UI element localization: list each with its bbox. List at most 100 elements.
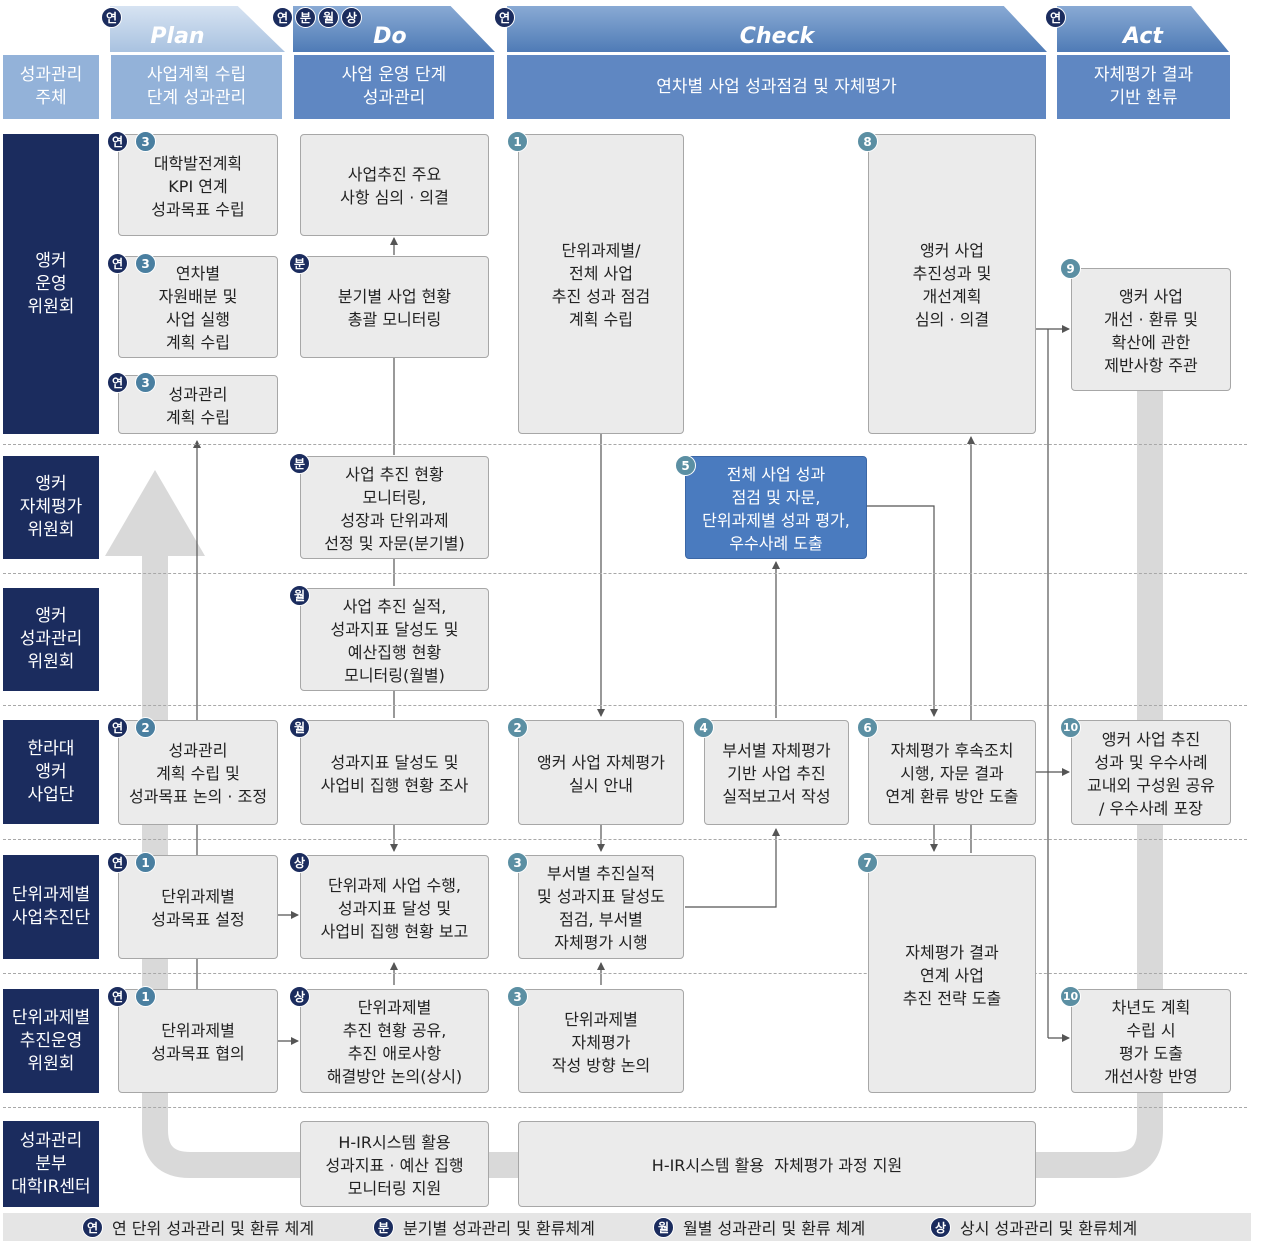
badge-yeon: 연 [107,986,128,1007]
legend-text: 연 단위 성과관리 및 환류 체계 [112,1219,315,1238]
box-text: 앵커 사업 개선 · 환류 및 확산에 관한 제반사항 주관 [1104,286,1198,375]
legend-item-quarterly: 분 분기별 성과관리 및 환류체계 [373,1215,595,1239]
row-label-anchor-operation: 앵커 운영 위원회 [3,134,99,434]
do-selfeval-box: 사업 추진 현황 모니터링, 성장과 단위과제 선정 및 자문(분기별) [300,456,489,559]
header-do-text: 사업 운영 단계 성과관리 [341,65,447,108]
badge-number: 10 [1060,986,1081,1007]
phase-plan-badge: 연 [101,7,122,28]
phase-do-badge-bun: 분 [295,7,316,28]
badge-number: 10 [1060,717,1081,738]
row-label-text: 앵커 자체평가 위원회 [19,474,83,540]
badge-number: 1 [135,852,156,873]
box-text: H-IR시스템 활용 자체평가 과정 지원 [651,1155,903,1175]
legend-badge: 연 [82,1216,103,1238]
box-text: 단위과제별 자체평가 작성 방향 논의 [551,1009,651,1075]
row-label-text: 한라대 앵커 사업단 [27,738,75,805]
do-monthly-box: 사업 추진 실적, 성과지표 달성도 및 예산집행 현황 모니터링(월별) [300,588,489,691]
badge-number: 2 [135,717,156,738]
legend-item-annual: 연 연 단위 성과관리 및 환류 체계 [82,1215,314,1239]
check-step7-box: 자체평가 결과 연계 사업 추진 전략 도출 [868,855,1036,1093]
do-review-box: 사업추진 주요 사항 심의 · 의결 [300,134,489,236]
box-text: 전체 사업 성과 점검 및 자문, 단위과제별 성과 평가, 우수사례 도출 [702,464,850,553]
check-step5-box: 전체 사업 성과 점검 및 자문, 단위과제별 성과 평가, 우수사례 도출 [685,456,867,559]
phase-plan-label: Plan [150,23,205,49]
legend-item-monthly: 월 월별 성과관리 및 환류 체계 [653,1215,865,1239]
do-perform-box: 단위과제 사업 수행, 성과지표 달성 및 사업비 집행 현황 보고 [300,855,489,959]
box-text: 단위과제별 성과목표 설정 [151,887,245,929]
header-act: 자체평가 결과 기반 환류 [1057,55,1230,119]
phase-do-label: Do [373,23,407,49]
badge-number: 7 [857,852,878,873]
row-label-halla-anchor-team: 한라대 앵커 사업단 [3,720,99,824]
check-step3a-box: 부서별 추진실적 및 성과지표 달성도 점검, 부서별 자체평가 시행 [518,855,684,959]
box-text: 부서별 자체평가 기반 사업 추진 실적보고서 작성 [722,741,831,806]
box-text: 자체평가 후속조치 시행, 자문 결과 연계 환류 방안 도출 [885,741,1019,806]
legend-badge: 월 [653,1216,674,1238]
box-text: H-IR시스템 활용 성과지표 · 예산 집행 모니터링 지원 [325,1132,464,1198]
act-step9-box: 앵커 사업 개선 · 환류 및 확산에 관한 제반사항 주관 [1071,268,1231,391]
phase-check-label: Check [739,23,815,49]
box-text: 앵커 사업 추진 성과 및 우수사례 교내외 구성원 공유 / 우수사례 포장 [1087,729,1215,818]
row-label-text: 단위과제별 사업추진단 [11,885,91,928]
header-subject-text: 성과관리 주체 [19,65,83,108]
box-text: 성과관리 계획 수립 [166,384,230,427]
header-plan: 사업계획 수립 단계 성과관리 [111,55,282,119]
row-label-text: 앵커 운영 위원회 [27,250,75,317]
check-step4-box: 부서별 자체평가 기반 사업 추진 실적보고서 작성 [704,720,849,825]
phase-check-badge: 연 [494,7,515,28]
box-text: 부서별 추진실적 및 성과지표 달성도 점검, 부서별 자체평가 시행 [537,864,665,952]
box-text: 단위과제 사업 수행, 성과지표 달성 및 사업비 집행 현황 보고 [320,875,469,941]
badge-number: 9 [1060,258,1081,279]
badge-yeon: 연 [107,131,128,152]
legend-text: 상시 성과관리 및 환류체계 [960,1219,1138,1238]
badge-number: 4 [693,717,714,738]
badge-number: 3 [135,131,156,152]
row-label-text: 성과관리 분부 대학IR센터 [11,1130,91,1197]
box-text: 대학발전계획 KPI 연계 성과목표 수립 [151,153,245,219]
header-subject: 성과관리 주체 [3,55,99,119]
check-step6-box: 자체평가 후속조치 시행, 자문 결과 연계 환류 방안 도출 [868,720,1036,825]
row-label-unit-committee: 단위과제별 추진운영 위원회 [3,989,99,1093]
feedback-arrowhead [105,470,205,556]
header-act-text: 자체평가 결과 기반 환류 [1093,65,1194,108]
row-separator [3,839,1247,840]
badge-number: 8 [857,131,878,152]
act-step10a-box: 앵커 사업 추진 성과 및 우수사례 교내외 구성원 공유 / 우수사례 포장 [1071,720,1231,825]
row-separator [3,444,1247,445]
box-text: 단위과제별 성과목표 협의 [151,1021,245,1063]
badge-yeon: 연 [107,717,128,738]
check-ir-box: H-IR시스템 활용 자체평가 과정 지원 [518,1121,1036,1207]
box-text: 자체평가 결과 연계 사업 추진 전략 도출 [902,942,1002,1008]
box-text: 차년도 계획 수립 시 평가 도출 개선사항 반영 [1104,998,1198,1086]
do-share-box: 단위과제별 추진 현황 공유, 추진 애로사항 해결방안 논의(상시) [300,989,489,1093]
badge-number: 1 [135,986,156,1007]
badge-bun: 분 [289,453,310,474]
box-text: 사업 추진 현황 모니터링, 성장과 단위과제 선정 및 자문(분기별) [324,464,465,553]
badge-wol: 월 [289,585,310,606]
row-label-text: 앵커 성과관리 위원회 [19,606,83,672]
badge-number: 6 [857,717,878,738]
box-text: 연차별 자원배분 및 사업 실행 계획 수립 [158,264,238,352]
badge-number: 2 [507,717,528,738]
phase-do-badge-wol: 월 [318,7,339,28]
row-label-text: 단위과제별 추진운영 위원회 [11,1007,91,1074]
badge-number: 3 [135,372,156,393]
legend-badge: 상 [930,1216,951,1238]
box-text: 성과관리 계획 수립 및 성과목표 논의 · 조정 [128,741,268,806]
badge-sang: 상 [289,852,310,873]
badge-yeon: 연 [107,253,128,274]
box-text: 앵커 사업 추진성과 및 개선계획 심의 · 의결 [912,241,992,329]
badge-yeon: 연 [107,372,128,393]
check-step8-box: 앵커 사업 추진성과 및 개선계획 심의 · 의결 [868,134,1036,434]
row-separator [3,573,1247,574]
legend-item-continuous: 상 상시 성과관리 및 환류체계 [930,1215,1137,1239]
row-separator [3,973,1247,974]
row-label-unit-promotion: 단위과제별 사업추진단 [3,855,99,959]
row-label-anchor-performance: 앵커 성과관리 위원회 [3,588,99,691]
badge-number: 3 [507,986,528,1007]
do-quarter-box: 분기별 사업 현황 총괄 모니터링 [300,256,489,358]
do-ir-box: H-IR시스템 활용 성과지표 · 예산 집행 모니터링 지원 [300,1121,489,1207]
legend-text: 분기별 성과관리 및 환류체계 [403,1219,595,1238]
legend-badge: 분 [373,1216,394,1238]
badge-yeon: 연 [107,852,128,873]
